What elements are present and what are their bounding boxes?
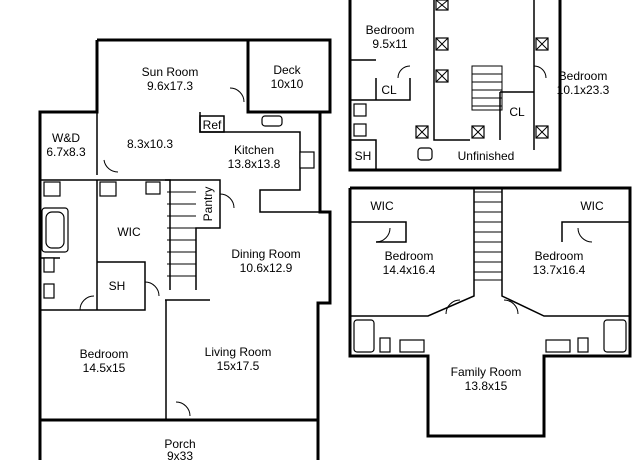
bedroom-size: 14.5x15: [83, 361, 126, 375]
stairs-main: [167, 191, 196, 277]
shower-sink: [145, 181, 161, 195]
bedroom-name: Bedroom: [80, 347, 129, 361]
upper-closet-left: CL: [381, 83, 397, 97]
sun-room-size: 9.6x17.3: [147, 79, 193, 93]
posts: [415, 0, 549, 139]
shower-label: SH: [109, 279, 126, 293]
door-swing: [229, 87, 245, 103]
pantry-label: Pantry: [201, 187, 215, 222]
lower-floor: WIC WIC Bedroom 14.4x16.4 Bedroom 13.7x1…: [348, 186, 632, 438]
lower-bedroom-left-name: Bedroom: [385, 249, 434, 263]
upper-bedroom-left-name: Bedroom: [366, 23, 415, 37]
kitchen-name: Kitchen: [234, 143, 274, 157]
upper-closet-right: CL: [509, 105, 525, 119]
upper-unfinished: Unfinished: [458, 149, 515, 163]
deck-name: Deck: [273, 63, 301, 77]
upper-shower: SH: [355, 149, 372, 163]
wic-label: WIC: [117, 225, 141, 239]
lower-wic-right: WIC: [580, 199, 604, 213]
stairs-lower: [473, 191, 503, 281]
dryer: [99, 181, 117, 197]
laundry-name: W&D: [52, 131, 80, 145]
main-floor: Sun Room 9.6x17.3 Deck 10x10 W&D 6.7x8.3…: [38, 38, 332, 460]
family-room-size: 13.8x15: [465, 379, 508, 393]
deck-outline: [246, 38, 332, 114]
lower-bedroom-right-size: 13.7x16.4: [533, 263, 586, 277]
upper-bedroom-right-size: 10.1x23.3: [557, 83, 610, 97]
family-room-name: Family Room: [451, 365, 522, 379]
door-swing: [79, 295, 95, 311]
stairs-upper: [471, 65, 503, 111]
kitchen-sink: [261, 115, 283, 127]
lower-bedroom-right-name: Bedroom: [535, 249, 584, 263]
upper-bedroom-left-size: 9.5x11: [372, 37, 407, 51]
lower-wic-left: WIC: [370, 199, 394, 213]
laundry-size: 6.7x8.3: [46, 145, 86, 159]
living-room-name: Living Room: [205, 345, 272, 359]
upper-bedroom-right-name: Bedroom: [559, 69, 608, 83]
washer: [43, 181, 61, 197]
sun-room-name: Sun Room: [142, 65, 199, 79]
kitchen-size: 13.8x13.8: [228, 157, 281, 171]
living-room-size: 15x17.5: [217, 359, 260, 373]
porch-name: Porch: [164, 437, 195, 451]
door-swing: [144, 281, 160, 297]
ref-label: Ref: [203, 118, 222, 132]
door-swing: [219, 193, 235, 209]
upper-floor: Bedroom 9.5x11 Bedroom 10.1x23.3 CL CL S…: [348, 0, 610, 172]
stove: [299, 151, 315, 169]
toilet: [43, 257, 55, 273]
dining-room-name: Dining Room: [231, 247, 300, 261]
breakfast-size: 8.3x10.3: [127, 137, 173, 151]
door-swing: [175, 401, 191, 417]
lower-bedroom-left-size: 14.4x16.4: [383, 263, 436, 277]
deck-size: 10x10: [271, 77, 304, 91]
door-swing: [103, 159, 119, 173]
dining-room-size: 10.6x12.9: [240, 261, 293, 275]
sink: [43, 283, 55, 299]
porch-size: 9x33: [167, 449, 193, 460]
